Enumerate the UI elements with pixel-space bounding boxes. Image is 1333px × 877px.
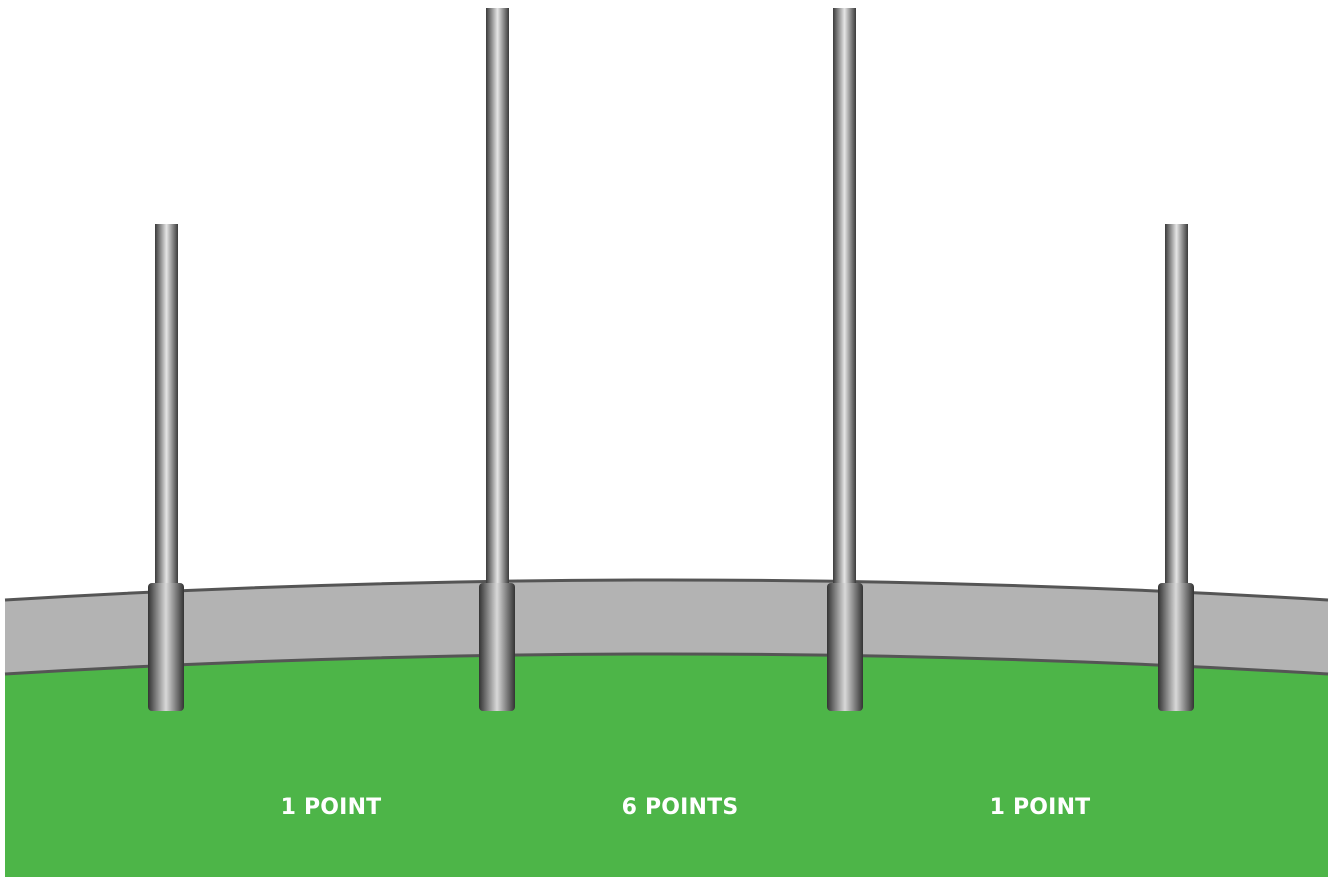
zone-label-goal: 6 POINTS xyxy=(560,790,800,826)
goal-post-left xyxy=(479,8,515,711)
behind-post-left xyxy=(148,224,184,711)
goal-post-right xyxy=(827,8,863,711)
zone-label-left-behind: 1 POINT xyxy=(211,790,451,826)
behind-post-right xyxy=(1158,224,1194,711)
zone-label-right-behind: 1 POINT xyxy=(920,790,1160,826)
playing-field xyxy=(5,640,1328,877)
